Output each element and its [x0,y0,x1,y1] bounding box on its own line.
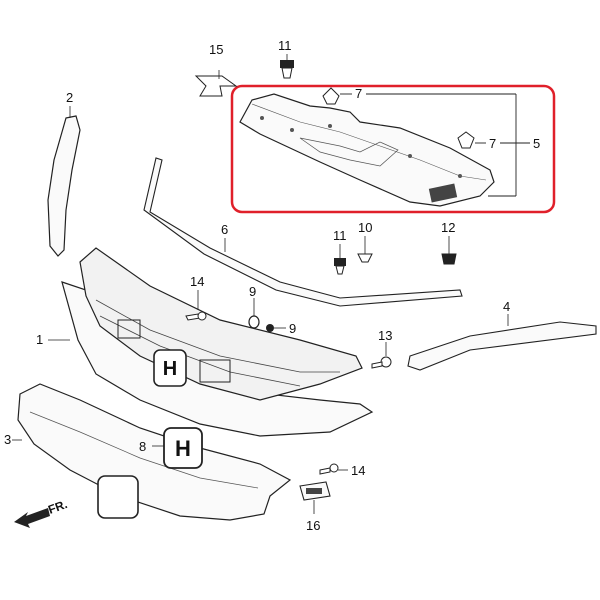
part-9-nut-b[interactable] [266,324,286,332]
part-4-side-trim[interactable] [407,314,597,371]
callout-16: 16 [306,518,320,533]
part-7-clip-b[interactable] [457,131,475,149]
callout-2: 2 [66,90,73,105]
part-2-side-bracket[interactable] [47,106,81,257]
front-label: FR. [46,497,69,517]
callout-1: 1 [36,332,43,347]
part-9-nut-a[interactable] [248,298,260,329]
callout-14a: 14 [190,274,204,289]
callout-10: 10 [358,220,372,235]
part-16-bracket[interactable] [299,481,331,514]
part-13-screw[interactable] [371,342,392,369]
callout-4: 4 [503,299,510,314]
bracket-leaders [340,93,530,197]
part-7-clip-a[interactable] [322,87,340,105]
svg-text:H: H [175,436,191,461]
part-10-clip[interactable] [357,236,373,263]
callout-7b: 7 [489,136,496,151]
svg-text:H: H [163,358,177,380]
callout-5: 5 [533,136,540,151]
callout-8: 8 [139,439,146,454]
callout-14b: 14 [351,463,365,478]
part-5-upper-cover[interactable] [239,93,495,207]
callout-3: 3 [4,432,11,447]
part-6-molding[interactable] [143,157,463,307]
part-8-emblem[interactable]: H [152,427,203,469]
part-15-clip[interactable] [194,70,238,97]
callout-9b: 9 [289,321,296,336]
part-11-fastener-mid[interactable] [334,244,346,275]
part-12-clip[interactable] [441,236,457,265]
part-1-grille[interactable]: H [48,247,374,437]
highlight-box [230,84,556,214]
callout-15: 15 [209,42,223,57]
callout-6: 6 [221,222,228,237]
callout-7a: 7 [355,86,362,101]
part-11-fastener-top[interactable] [280,54,294,79]
callout-13: 13 [378,328,392,343]
callout-11b: 11 [333,228,347,243]
callout-9a: 9 [249,284,256,299]
callout-11a: 11 [278,38,292,53]
front-arrow-icon [14,508,50,528]
part-3-lower-trim[interactable] [12,383,292,521]
callout-12: 12 [441,220,455,235]
part-14-screw-lower[interactable] [319,463,348,475]
part-14-screw-upper[interactable] [185,290,207,321]
